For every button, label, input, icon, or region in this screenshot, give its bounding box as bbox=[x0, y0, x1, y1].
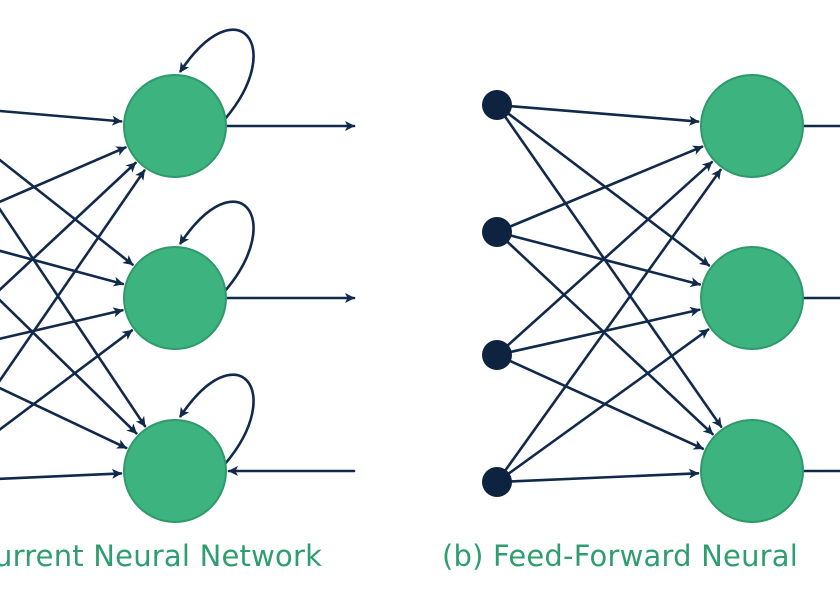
feed-forward-network-edge-0-2 bbox=[503, 115, 723, 428]
edges-layer bbox=[0, 28, 840, 483]
feed-forward-network-input-node-0 bbox=[482, 90, 512, 120]
recurrent-network-edge-1-0 bbox=[0, 146, 127, 204]
feed-forward-network-edge-3-1 bbox=[507, 328, 710, 476]
recurrent-network-edge-2-2 bbox=[0, 386, 128, 450]
self-loop-arrow-icon bbox=[178, 200, 255, 292]
recurrent-network-edge-0-0 bbox=[0, 109, 123, 126]
recurrent-network-hidden-node-0 bbox=[123, 74, 227, 178]
feed-forward-network-input-node-2 bbox=[482, 340, 512, 370]
feed-forward-network-hidden-node-2 bbox=[700, 419, 804, 523]
recurrent-network-hidden-node-2 bbox=[123, 419, 227, 523]
feed-forward-network-edge-3-0 bbox=[503, 168, 722, 472]
recurrent-network-edge-0-2 bbox=[0, 207, 147, 428]
feed-forward-network-edge-0-1 bbox=[506, 112, 711, 267]
nodes-layer bbox=[123, 74, 804, 523]
feed-forward-network-edge-0-0 bbox=[509, 104, 700, 126]
feed-forward-network-input-node-1 bbox=[482, 217, 512, 247]
feed-forward-network-edge-2-0 bbox=[506, 160, 714, 347]
feed-forward-network-edge-1-1 bbox=[509, 234, 702, 288]
caption-recurrent-network: urrent Neural Network bbox=[0, 539, 323, 573]
feed-forward-network-hidden-node-0 bbox=[700, 74, 804, 178]
recurrent-network-edge-1-1 bbox=[0, 249, 125, 287]
recurrent-network-edge-3-0 bbox=[0, 169, 146, 383]
caption-feed-forward-network: (b) Feed-Forward Neural bbox=[442, 539, 799, 573]
feed-forward-network-edge-1-0 bbox=[508, 145, 704, 228]
recurrent-network-edge-3-1 bbox=[0, 329, 134, 432]
feed-forward-network-edge-3-2 bbox=[509, 468, 700, 483]
recurrent-network-edge-3-2 bbox=[0, 468, 123, 481]
feed-forward-network-edge-1-2 bbox=[505, 240, 714, 436]
self-loop-arrow-icon bbox=[178, 373, 255, 465]
recurrent-network-edge-2-1 bbox=[0, 307, 124, 341]
feed-forward-network-hidden-node-1 bbox=[700, 246, 804, 350]
self-loop-arrow-icon bbox=[178, 28, 255, 120]
recurrent-network-hidden-node-1 bbox=[123, 246, 227, 350]
feed-forward-network-input-node-3 bbox=[482, 467, 512, 497]
recurrent-network-edge-2-0 bbox=[0, 161, 137, 292]
